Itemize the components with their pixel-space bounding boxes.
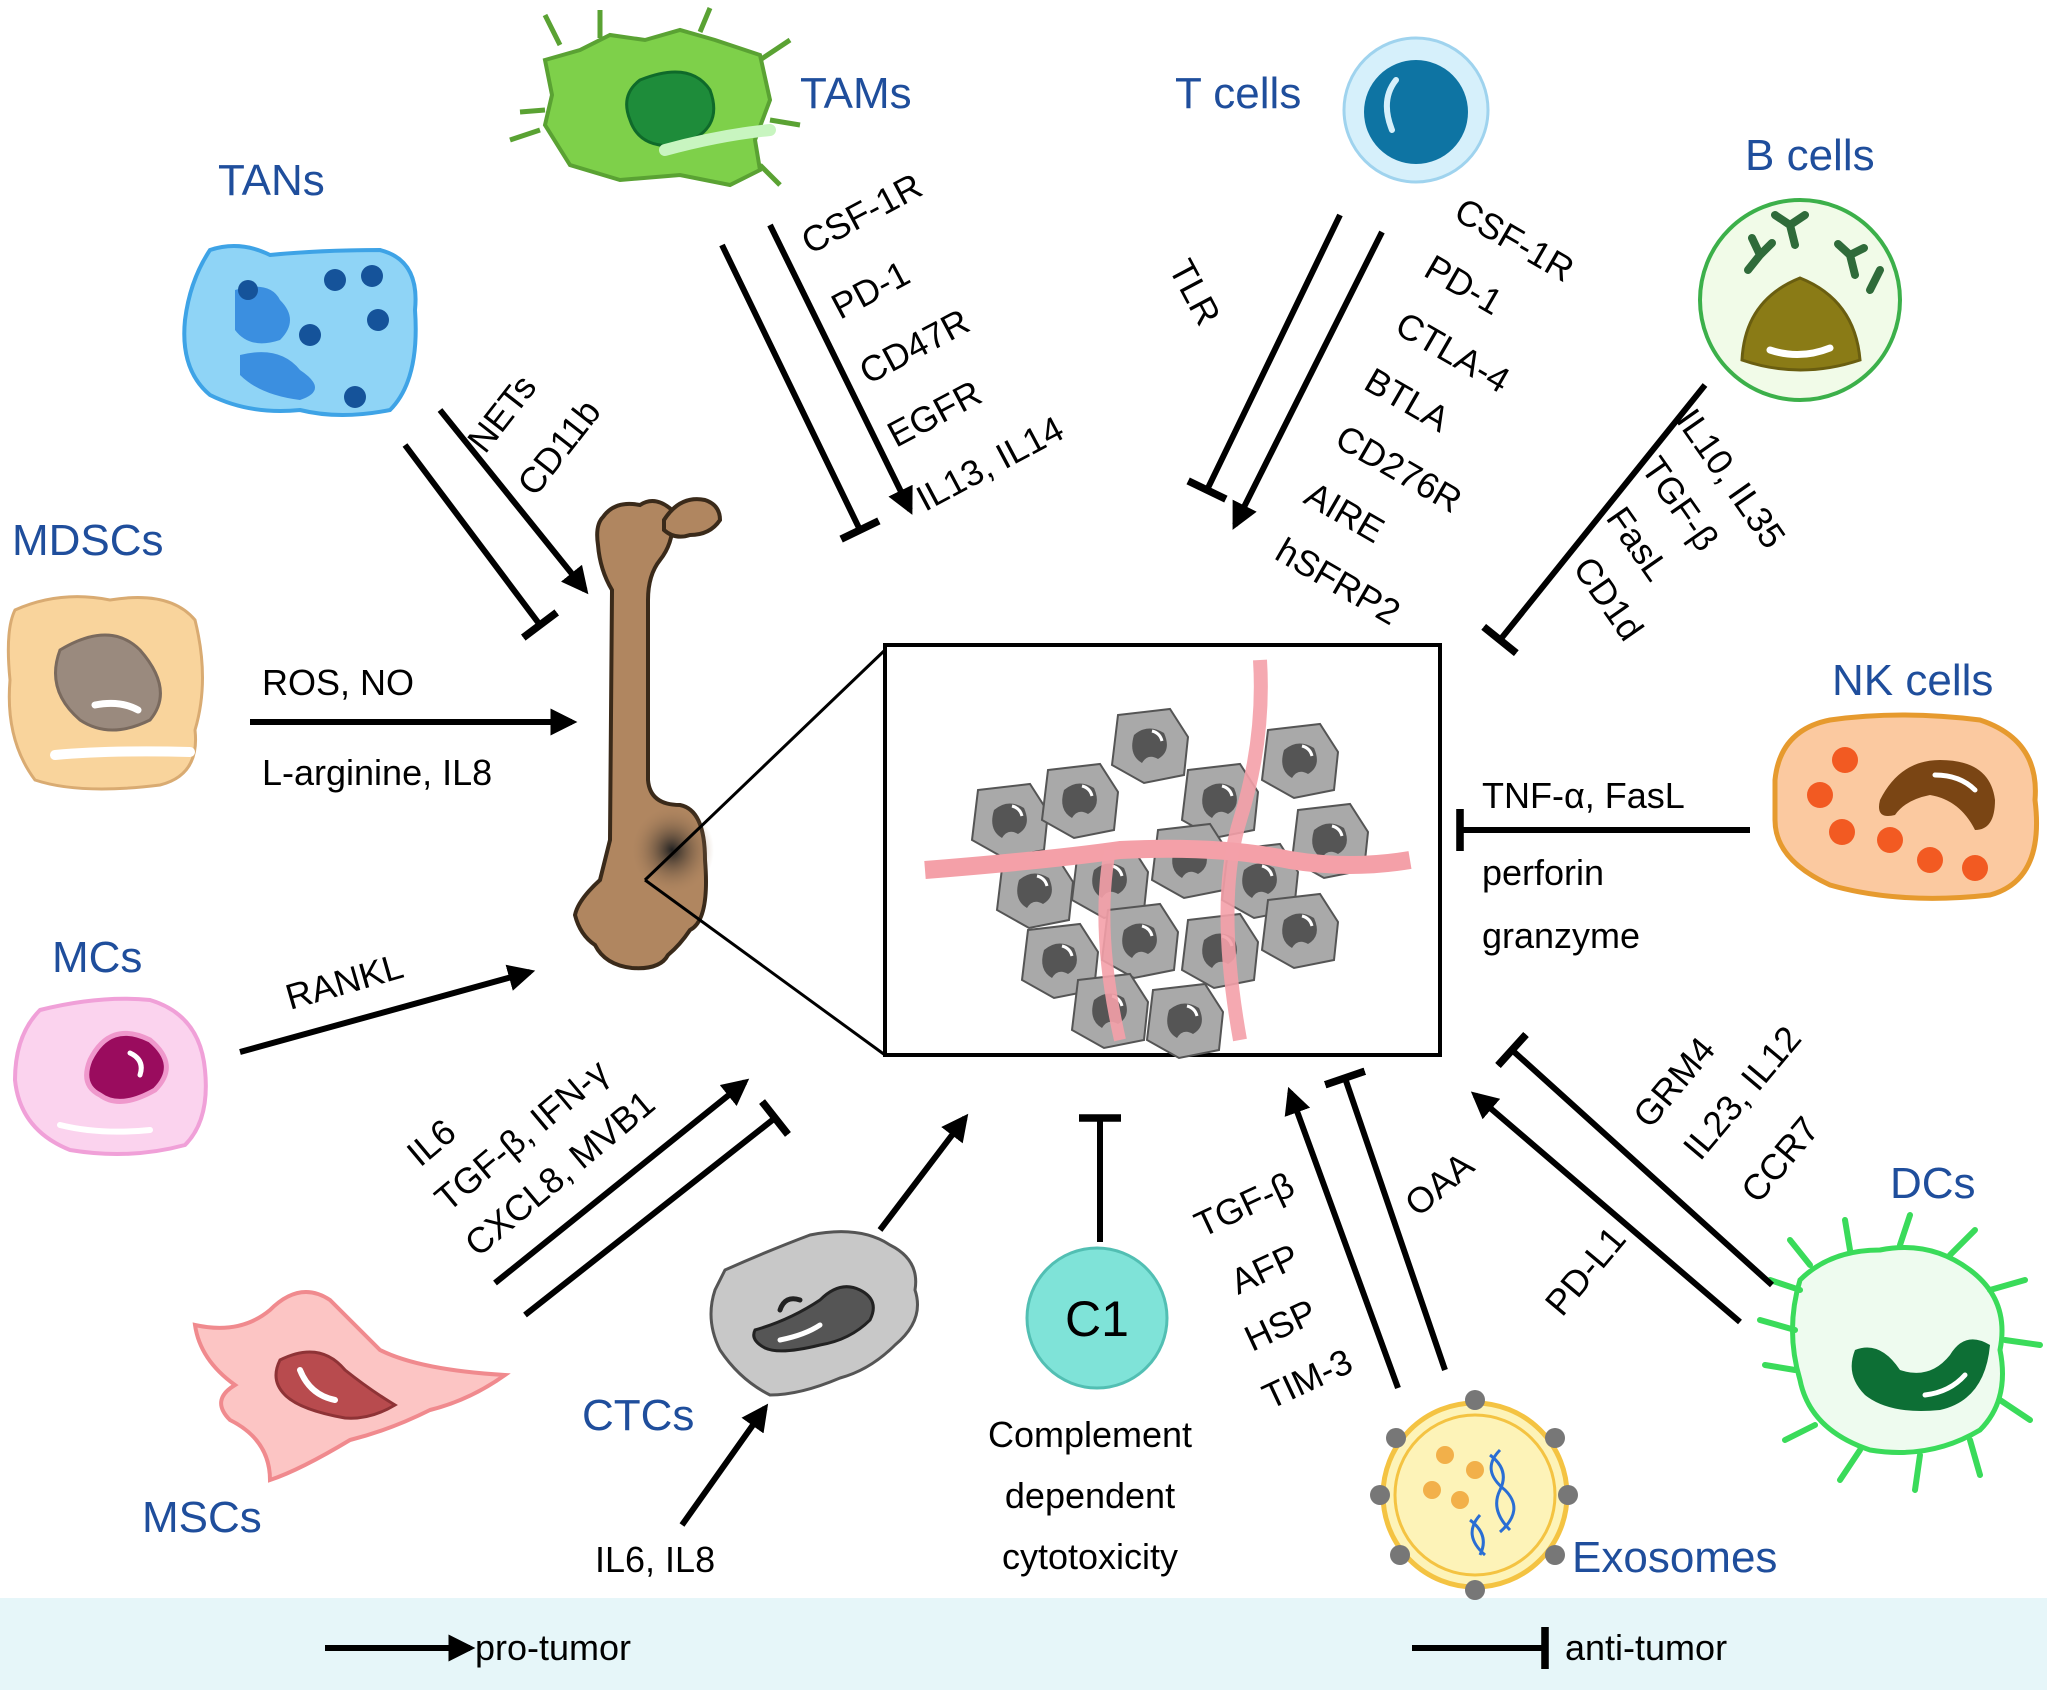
mdsc-cell-icon (6, 595, 204, 791)
dc-cell-icon (1757, 1212, 2043, 1493)
tcells-inhibit-arrow (1186, 213, 1343, 503)
exosomes-factor-group: TGF-β (1188, 1164, 1300, 1245)
exosomes-oaa-group: OAA (1397, 1144, 1482, 1224)
exosomes-factor: AFP (1224, 1236, 1305, 1303)
b-cell-icon (1698, 198, 1902, 402)
ctcs-input-arrow (679, 1403, 769, 1527)
tcells-tlr: TLR (1161, 253, 1229, 332)
tam-cell-icon (509, 7, 801, 188)
nk-cell-icon (1772, 712, 2040, 901)
tams-factor: EGFR (881, 372, 989, 455)
zoom-line-top (643, 648, 887, 882)
tans-inhibit-arrow (402, 443, 560, 641)
tams-inhibit-arrow (719, 243, 881, 543)
ctcs-label: CTCs (582, 1391, 694, 1440)
nk-cells-label: NK cells (1832, 656, 1993, 705)
mcs-promote-arrow (239, 964, 536, 1055)
tcells-factor-group: AIRE (1298, 473, 1391, 551)
ctc-cell-icon (709, 1230, 919, 1397)
exosomes-inhibit-arrow (1323, 1067, 1448, 1371)
t-cells-label: T cells (1175, 69, 1301, 118)
exosomes-label: Exosomes (1572, 1533, 1777, 1582)
mcs-factor-group: RANKL (281, 945, 408, 1018)
pro-tumor-label: pro-tumor (475, 1627, 631, 1668)
exosome-icon (1370, 1390, 1578, 1600)
tans-promote-arrow (437, 408, 589, 595)
nkcells-factor: granzyme (1482, 915, 1640, 956)
bcells-inhibit-arrow (1481, 383, 1708, 657)
tams-factor-group: PD-1 (825, 252, 917, 327)
dcs-factor: CCR7 (1733, 1109, 1827, 1210)
nkcells-factor: TNF-α, FasL (1482, 775, 1685, 816)
mdscs-factor: L-arginine, IL8 (262, 752, 492, 793)
bone-icon (572, 497, 723, 971)
mscs-promote-arrow (493, 1078, 750, 1286)
nkcells-factor: perforin (1482, 852, 1604, 893)
tams-factor-group: EGFR (881, 372, 989, 455)
tcells-promote-arrow (1232, 230, 1385, 530)
tan-cell-icon (182, 244, 418, 417)
ctcs-to-tumor-arrow (877, 1113, 969, 1232)
c1-complement-icon: C1 (1025, 1246, 1169, 1390)
exosomes-factor: TGF-β (1188, 1164, 1300, 1245)
dcs-promote-arrow (1470, 1091, 1742, 1325)
tans-label: TANs (218, 156, 325, 205)
tams-label: TAMs (800, 69, 912, 118)
t-cell-icon (1342, 36, 1490, 184)
tcells-factor-group: PD-1 (1418, 246, 1510, 323)
zoom-line-bottom (644, 878, 886, 1057)
mcs-factor: RANKL (281, 945, 408, 1018)
exosomes-factor: TIM-3 (1256, 1340, 1359, 1417)
complement-caption-line: dependent (1005, 1475, 1175, 1516)
msc-cell-icon (192, 1290, 511, 1483)
tcells-factor: hSFRP2 (1269, 529, 1407, 633)
exosomes-promote-arrow (1284, 1086, 1401, 1390)
tams-promote-arrow (767, 223, 913, 515)
b-cells-label: B cells (1745, 131, 1875, 180)
c1-label: C1 (1065, 1291, 1129, 1347)
tcells-factor-group: BTLA (1358, 359, 1456, 440)
tams-factor-list: CSF-1R (795, 165, 929, 262)
dcs-pdl1-group: PD-L1 (1537, 1219, 1634, 1324)
exosomes-factor-group: HSP (1238, 1291, 1322, 1359)
legend-band (0, 1598, 2047, 1690)
tcells-factor: PD-1 (1418, 246, 1510, 323)
mdscs-label: MDSCs (12, 516, 164, 565)
tcells-factor-group: hSFRP2 (1269, 529, 1407, 633)
mscs-label: MSCs (142, 1493, 262, 1542)
tcells-tlr-group: TLR (1161, 253, 1229, 332)
exosomes-factor-group: TIM-3 (1256, 1340, 1359, 1417)
mscs-inhibit-arrow (523, 1099, 791, 1318)
anti-tumor-label: anti-tumor (1565, 1627, 1727, 1668)
tams-factor: CSF-1R (795, 165, 929, 262)
ctcs-factor: IL6, IL8 (595, 1539, 715, 1580)
tumor-microenvironment-box (883, 643, 1442, 1060)
tcells-factor: BTLA (1358, 359, 1456, 440)
dcs-factor-group: CCR7 (1733, 1109, 1827, 1210)
mdscs-factor: ROS, NO (262, 662, 414, 703)
tcells-factor: AIRE (1298, 473, 1391, 551)
complement-caption-line: cytotoxicity (1002, 1536, 1178, 1577)
exosomes-factor: HSP (1238, 1291, 1322, 1359)
complement-caption-line: Complement (988, 1414, 1192, 1455)
exosomes-factor-group: AFP (1224, 1236, 1305, 1303)
tams-factor: PD-1 (825, 252, 917, 327)
dcs-label: DCs (1890, 1159, 1976, 1208)
mcs-label: MCs (52, 933, 142, 982)
exosomes-oaa: OAA (1397, 1144, 1482, 1224)
dcs-pdl1: PD-L1 (1537, 1219, 1634, 1324)
mc-cell-icon (12, 996, 208, 1156)
dcs-inhibit-arrow (1495, 1031, 1775, 1288)
